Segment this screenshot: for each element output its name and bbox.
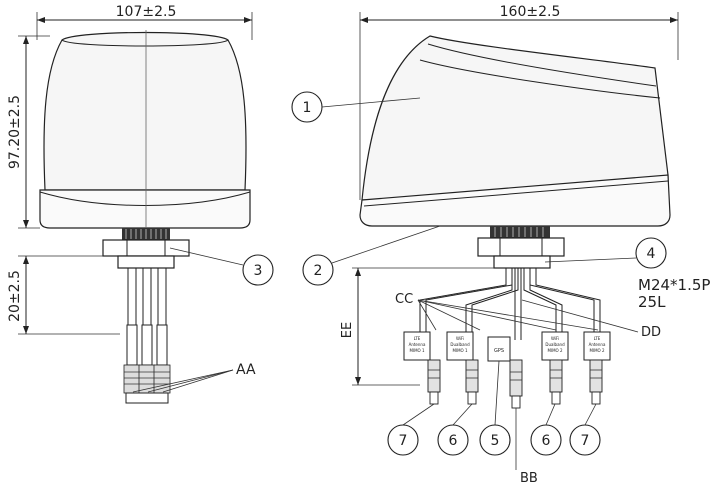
balloon-lte-left [387,424,419,456]
side-cable-fanout [419,268,601,340]
balloon-thread-number: 4 [647,246,656,262]
cable-tag-text: Dualband [450,342,470,347]
cable-tag-gps: GPS [487,336,511,362]
balloon-radome-number: 1 [303,100,312,116]
balloon-lte-right-number: 7 [581,433,590,449]
side-nut [477,237,565,257]
balloon-thread [635,237,667,269]
side-width-dimension: 160±2.5 [500,4,561,20]
balloon-lte-left-number: 7 [399,433,408,449]
balloon-wifi-right [530,424,562,456]
cable-tag-text: GPS [494,348,504,354]
cable-tag-text: Antenna [409,342,426,347]
balloon-base [302,254,334,286]
thread-length: 25L [638,293,666,311]
cable-tag-text: LTE [594,336,601,341]
stud-length-dimension: 20±2.5 [7,270,23,322]
side-base [359,174,671,227]
height-dimension: 97.20±2.5 [7,95,23,169]
balloon-base-number: 2 [314,263,323,279]
front-nut [102,239,190,257]
cable-tag-text: MIMO 2 [547,348,563,353]
front-view: 107±2.5 97.20±2.5 [7,4,274,404]
side-thread-top [490,226,550,238]
cable-tag-text: Dualband [545,342,565,347]
front-base [39,189,251,229]
cable-tag-wifi-2: WiFi Dualband MIMO 2 [541,331,569,361]
thread-spec: M24*1.5P [638,276,710,294]
callout-cc: CC [395,292,413,307]
cable-tag-text: MIMO 1 [452,348,468,353]
balloon-nut-number: 3 [254,263,263,279]
front-radome [43,31,247,191]
cable-tag-wifi-1: WiFi Dualband MIMO 1 [446,331,474,361]
cable-tag-text: MIMO 1 [409,348,425,353]
side-view: 160±2.5 1 2 4 M24*1.5P [291,4,710,486]
side-radome [361,35,669,201]
balloon-wifi-left [437,424,469,456]
cable-tag-lte-2: LTE Antenna MIMO 2 [583,331,611,361]
callout-bb: BB [520,471,538,486]
cable-tag-text: LTE [414,336,421,341]
callout-aa: AA [236,362,256,378]
cable-length-dimension: EE [340,322,355,338]
cable-tag-text: Antenna [589,342,606,347]
balloon-wifi-left-number: 6 [449,433,458,449]
callout-dd: DD [641,325,661,340]
cable-tag-text: WiFi [551,336,559,341]
cable-tag-lte-1: LTE Antenna MIMO 1 [403,331,431,361]
cable-tag-text: WiFi [456,336,464,341]
balloon-gps [479,424,511,456]
side-connectors [427,359,603,397]
front-width-dimension: 107±2.5 [116,4,177,20]
balloon-nut [242,254,274,286]
front-cable-bundle [123,268,171,404]
balloon-gps-number: 5 [491,433,500,449]
cable-tag-text: MIMO 2 [589,348,605,353]
balloon-lte-right [569,424,601,456]
balloon-wifi-right-number: 6 [542,433,551,449]
